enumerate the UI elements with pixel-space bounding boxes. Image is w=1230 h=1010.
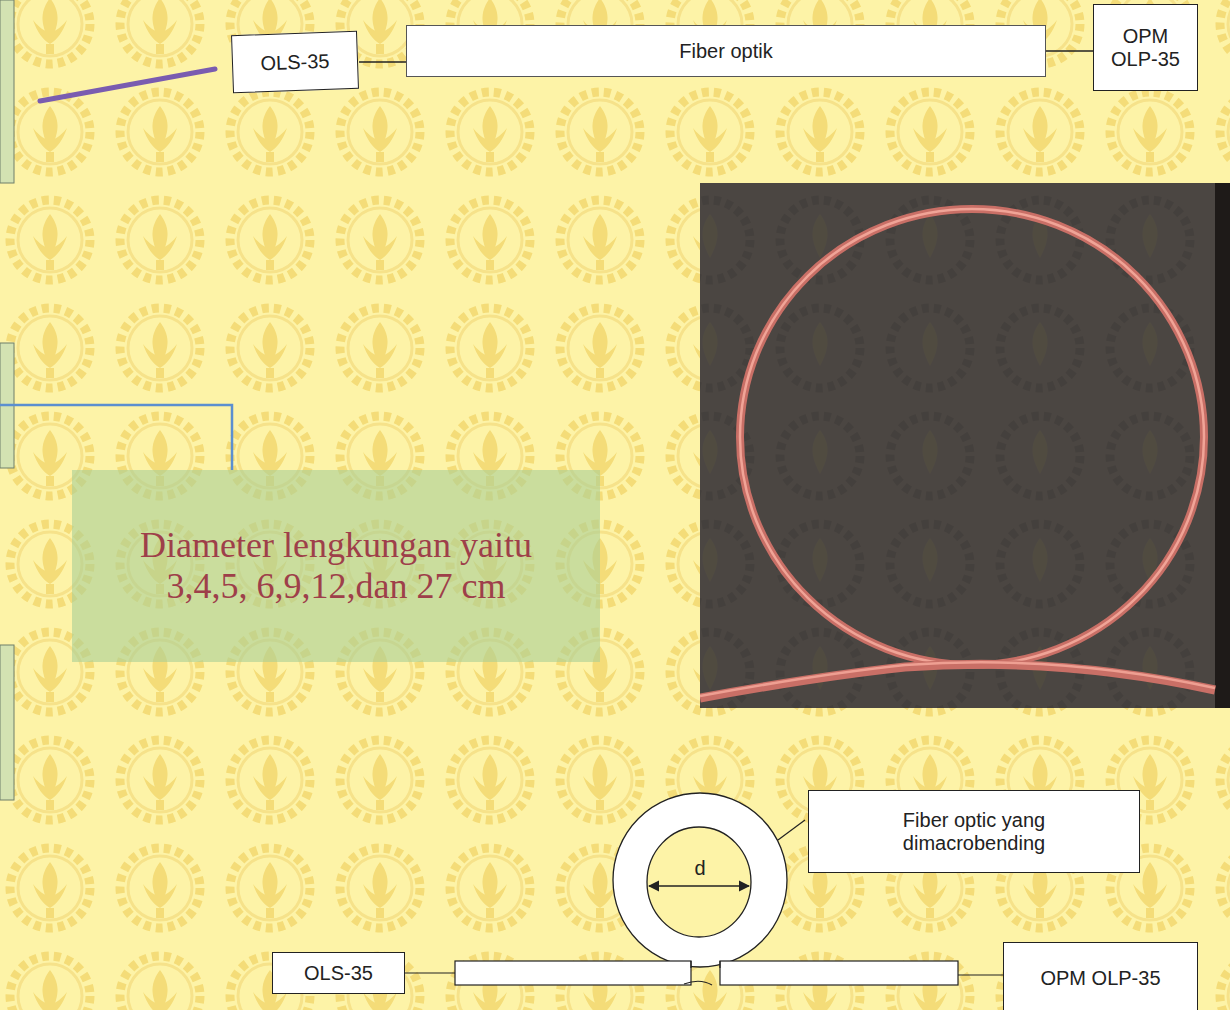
- fiber-tube: [720, 961, 958, 985]
- fiber-tail-highlight: [700, 662, 1215, 696]
- fiber-loop: [740, 209, 1204, 665]
- photo-ground: [700, 183, 1230, 708]
- fiber-connector: [1046, 50, 1093, 51]
- side-panel: [0, 0, 14, 183]
- bracket-line: [0, 405, 232, 470]
- loop-joint: [684, 961, 720, 985]
- fiber-photo: [700, 183, 1230, 708]
- box-text: Fiber optic yang dimacrobending: [869, 809, 1079, 855]
- photo-watermark: [700, 183, 1230, 708]
- meter-box: OPM OLP-35: [1093, 4, 1198, 91]
- source-box: OLS-35: [231, 31, 359, 93]
- source-box: OLS-35: [272, 952, 405, 994]
- fiber-loop-highlight: [740, 209, 1204, 665]
- meter-box: OPM OLP-35: [1003, 942, 1198, 1010]
- dimension-label: d: [690, 857, 710, 879]
- box-text: OLS-35: [304, 962, 373, 985]
- fiber-connector: [359, 61, 406, 62]
- box-text: Diameter lengkungan yaitu 3,4,5, 6,9,12,…: [136, 525, 536, 608]
- box-text: OPM OLP-35: [1106, 25, 1186, 71]
- callout-box: Fiber optic yang dimacrobending: [808, 790, 1140, 873]
- side-panel: [0, 645, 14, 800]
- leader-line: [778, 820, 805, 840]
- fiber-box: Fiber optik: [406, 25, 1046, 77]
- dimension-arrow: [649, 885, 749, 886]
- box-text: OLS-35: [260, 49, 330, 74]
- loop-outer: [613, 793, 787, 967]
- note-panel: Diameter lengkungan yaitu 3,4,5, 6,9,12,…: [72, 470, 600, 662]
- box-text: OPM OLP-35: [1040, 967, 1160, 990]
- decor-line: [40, 69, 215, 101]
- loop-inner: [647, 827, 751, 937]
- cable-line: [405, 972, 455, 973]
- cable-line: [958, 974, 1003, 975]
- fiber-tube: [455, 961, 691, 985]
- photo-edge: [1215, 183, 1230, 708]
- box-text: Fiber optik: [679, 40, 772, 63]
- fiber-tail: [700, 664, 1215, 698]
